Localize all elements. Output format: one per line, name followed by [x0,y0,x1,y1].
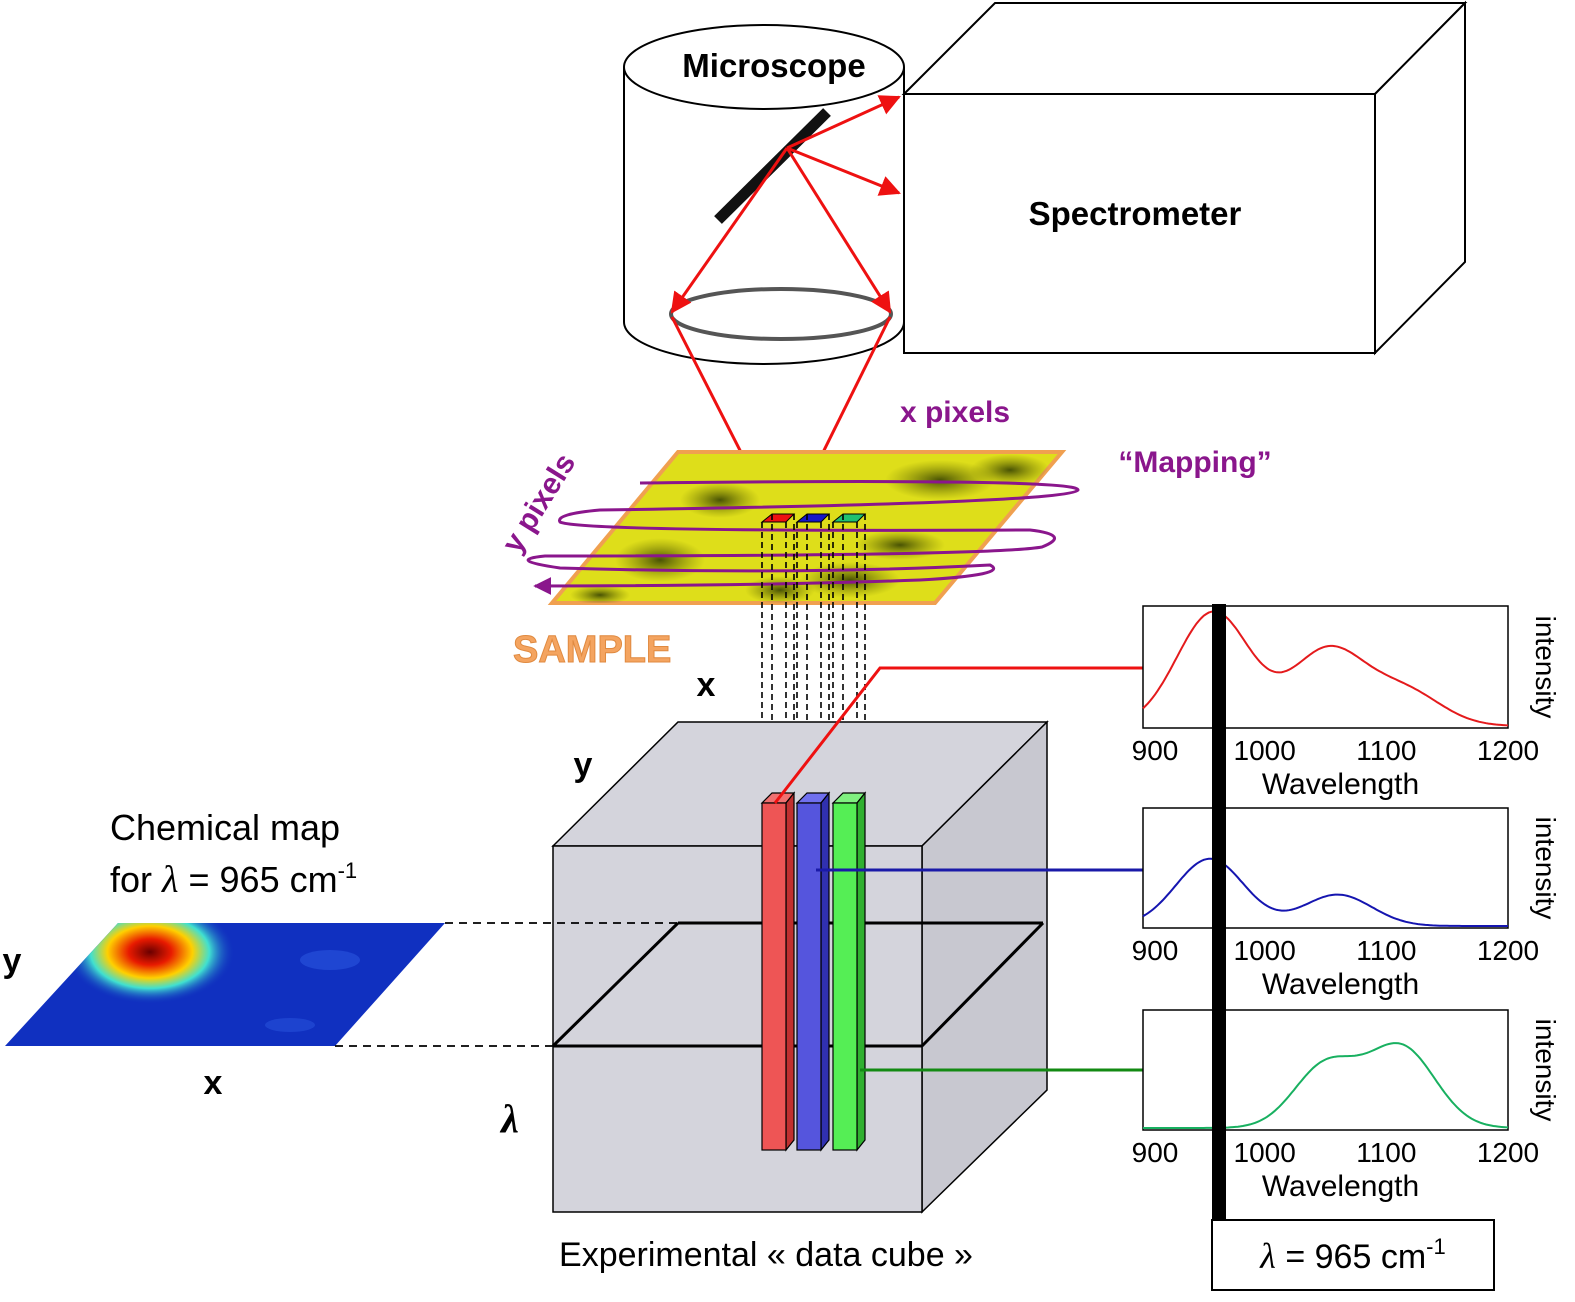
spectrum-frame [1142,1009,1509,1131]
spectrum-tick-label: 1200 [1477,735,1539,766]
chemical-map-y-label: y [3,942,22,980]
cube-caption: Experimental « data cube » [559,1236,973,1274]
leader-red [773,666,1143,804]
data-cube: x y λ Experimental « data cube » [499,666,1049,1274]
spectrum-curve [1142,857,1508,927]
cube-x-label: x [697,666,716,704]
spectrum-y-label: intensity [1530,817,1561,920]
mapping-label: “Mapping” [1118,446,1271,479]
wavelength-selector-box [1211,1219,1495,1291]
spectrum-tick-label: 1100 [1356,1137,1416,1168]
spectrum-curve [1142,610,1509,727]
cube-front-face [552,845,923,1213]
spectrum-tick-label: 900 [1132,1137,1179,1168]
spectrum-tick-label: 1200 [1477,1137,1539,1168]
spectrum-tick-label: 1000 [1234,1137,1296,1168]
spectrum-y-label: intensity [1530,1019,1561,1122]
spectrum-tick-label: 1100 [1356,935,1416,966]
spectrum-tick-label: 1000 [1234,935,1296,966]
spectrum-frame [1142,807,1509,929]
x-pixels-label: x pixels [900,396,1010,429]
spectrum-tick-label: 1100 [1356,735,1416,766]
spectrum-tick-label: 900 [1132,735,1179,766]
sample-label: SAMPLE [513,629,671,671]
spectrometer-label: Spectrometer [1029,195,1242,232]
chemical-map-title-line1: Chemical map [110,807,340,848]
spectrum-x-label: Wavelength [1262,768,1419,801]
spectrum-x-label: Wavelength [1262,1170,1419,1203]
beam-splitter-mirror [714,108,831,224]
objective-lens [669,287,893,341]
sampled-pixels [760,513,867,523]
spectrum-x-label: Wavelength [1262,968,1419,1001]
map-to-cube-connectors [335,922,678,1047]
microscope: Microscope [623,24,905,365]
spectrum-tick-label: 1200 [1477,935,1539,966]
spectrum-frame [1142,605,1509,729]
mapping-scan-path [526,480,1080,595]
wavelength-selector-label: λ = 965 cm-1 [1259,1234,1445,1276]
spectrum-y-label: intensity [1530,616,1561,719]
spectrum-tick-label: 1000 [1234,735,1296,766]
sample-plane: SAMPLE [513,450,1067,672]
wavelength-selector-bar [1212,604,1226,1220]
spectrum-tick-label: 900 [1132,935,1179,966]
column-blue [795,791,831,1152]
column-green [831,791,867,1152]
microscope-label: Microscope [682,47,865,84]
spectrometer: Spectrometer [901,0,1468,356]
chemical-map-x-label: x [204,1064,223,1102]
spectrum-curve [1143,1042,1509,1129]
column-red [760,791,796,1152]
chemical-map-title-line2: for λ = 965 cm-1 [110,858,357,901]
cube-lambda-label: λ [499,1096,519,1141]
spectrum-leaders [773,666,1143,1072]
chemical-map-hotspot [65,923,235,1004]
microscope-top [623,24,905,110]
y-pixels-label: y pixels [496,448,582,559]
cube-y-label: y [574,746,593,784]
